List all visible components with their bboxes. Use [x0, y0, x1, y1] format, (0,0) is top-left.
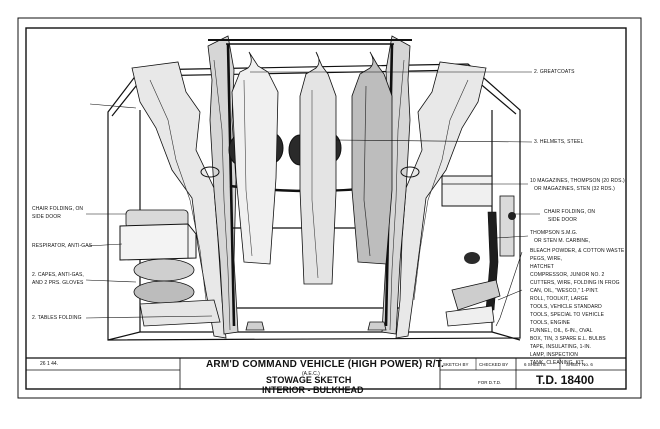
- label-chair-right-2: SIDE DOOR: [548, 217, 577, 223]
- sheets-count: 6 SHEETS: [524, 362, 546, 367]
- label-box: BOX, TIN, 3 SPARE E.L. BULBS: [530, 336, 606, 342]
- greatcoat-3: [351, 51, 393, 265]
- label-capes-1: 2. CAPES, ANTI-GAS,: [32, 272, 84, 278]
- sheet-number: SHEET No. 6: [566, 362, 593, 367]
- label-tables: 2. TABLES FOLDING: [32, 315, 82, 321]
- right-foot: [367, 321, 387, 331]
- label-greatcoats: 2. GREATCOATS: [534, 69, 575, 75]
- outer-border: [17, 17, 642, 399]
- left-foot: [245, 321, 265, 331]
- left-curtain-tieback: [200, 166, 220, 178]
- label-tank: TANK, CLEANING, KIT: [530, 360, 584, 366]
- title-block: [26, 357, 626, 389]
- label-magazines-2: OR MAGAZINES, STEN (32 RDS.): [534, 186, 615, 192]
- magazine-box: [441, 175, 493, 207]
- inner-border: [25, 27, 627, 390]
- vehicle-title: ARM'D COMMAND VEHICLE (HIGH POWER) R/T.: [206, 359, 444, 370]
- chair-folding-right: [499, 195, 515, 257]
- label-helmets: 3. HELMETS, STEEL: [534, 139, 584, 145]
- leader-lines: [85, 71, 540, 327]
- label-lamp: LAMP, INSPECTION: [530, 352, 578, 358]
- title-date: 26 1 44.: [40, 361, 59, 367]
- label-thompson-2: OR STEN M. CARBINE,: [534, 238, 591, 244]
- label-capes-2: AND 2 PRS. GLOVES: [32, 280, 84, 286]
- label-magazines-1: 10 MAGAZINES, THOMPSON (20 RDS.): [530, 178, 625, 184]
- label-funnel: FUNNEL, OIL, 6-IN., OVAL: [530, 328, 593, 334]
- label-compressor: COMPRESSOR, JUNIOR No. 2: [530, 272, 605, 278]
- label-chair-left-1: CHAIR FOLDING, ON: [32, 206, 84, 212]
- label-thompson-1: THOMPSON S.M.G.: [530, 230, 578, 236]
- sketch-by: SKETCH BY: [443, 362, 469, 367]
- label-tape: TAPE, INSULATING, 1-IN.: [530, 344, 592, 350]
- label-can-oil: CAN, OIL, "WESCO," 1-PINT.: [530, 288, 599, 294]
- label-tools-engine: TOOLS, ENGINE: [530, 320, 571, 326]
- tool-rack: [451, 279, 501, 311]
- label-roll: ROLL, TOOLKIT, LARGE: [530, 296, 589, 302]
- capes-bundle-1: [133, 258, 195, 282]
- label-tools-special: TOOLS, SPECIAL TO VEHICLE: [530, 312, 605, 318]
- greatcoat-2: [299, 51, 337, 285]
- knob: [508, 212, 516, 220]
- label-bleach: BLEACH POWDER, & COTTON WASTE: [530, 248, 625, 254]
- cleaning-tank: [445, 305, 495, 327]
- sketch-title: STOWAGE SKETCH: [266, 375, 352, 385]
- right-curtain-tieback: [400, 166, 420, 178]
- label-tools-std: TOOLS, VEHICLE STANDARD: [530, 304, 602, 310]
- capes-bundle-2: [133, 280, 195, 304]
- label-respirator: RESPIRATOR, ANTI-GAS: [32, 243, 93, 249]
- label-chair-right-1: CHAIR FOLDING, ON: [544, 209, 596, 215]
- label-chair-left-2: SIDE DOOR: [32, 214, 61, 220]
- for-dtd: FOR D.T.D.: [478, 380, 502, 385]
- view-title: INTERIOR - BULKHEAD: [262, 385, 364, 395]
- respirator-box: [119, 223, 197, 261]
- checked-by: CHECKED BY: [479, 362, 509, 367]
- label-hatchet: HATCHET: [530, 264, 554, 270]
- drawing-number: T.D. 18400: [536, 373, 595, 387]
- label-pegs: PEGS, WIRE,: [530, 256, 563, 262]
- label-cutters: CUTTERS, WIRE, FOLDING IN FROG: [530, 280, 620, 286]
- tables-folding: [139, 299, 221, 327]
- aec-label: (A.E.C.): [302, 371, 320, 377]
- tool-roll: [464, 252, 480, 264]
- greatcoat-1: [231, 51, 279, 265]
